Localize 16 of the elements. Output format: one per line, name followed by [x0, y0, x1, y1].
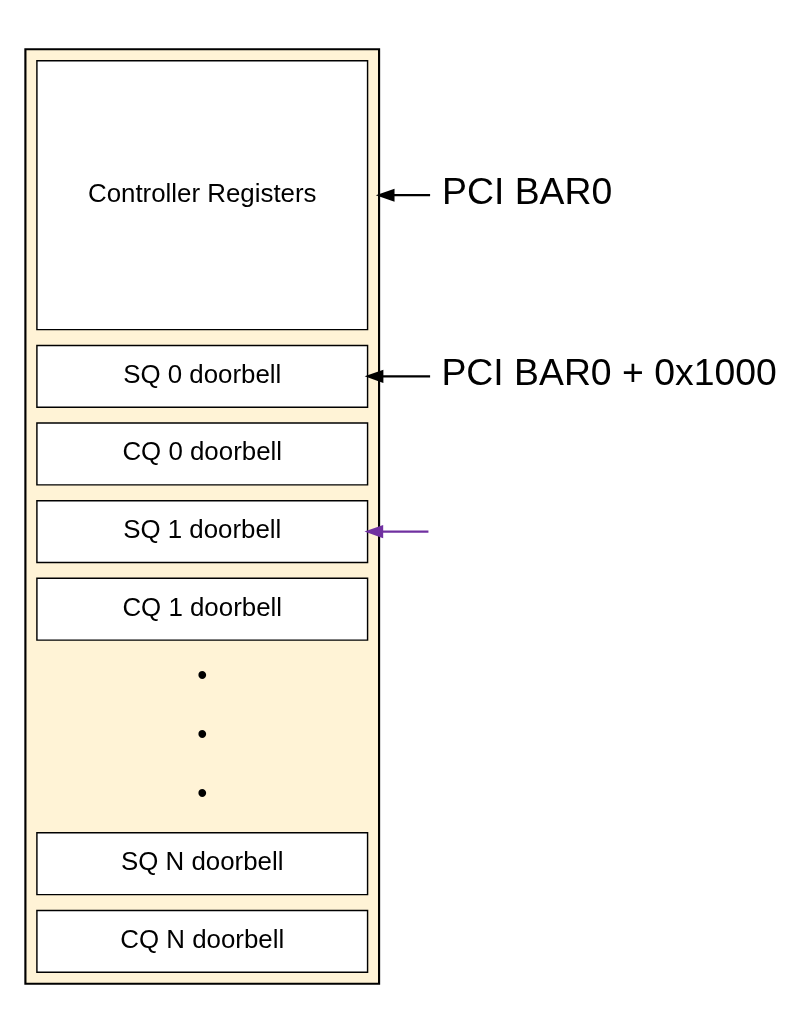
node-text: PCI BAR0 [442, 170, 613, 213]
node-box: CQ N doorbell [36, 909, 369, 973]
node-box: CQ 1 doorbell [36, 577, 369, 641]
label: • [197, 717, 208, 750]
node-box: SQ 0 doorbell [36, 344, 369, 408]
node-box: CQ 0 doorbell [36, 422, 369, 486]
arrow [364, 525, 429, 539]
cluster [24, 48, 381, 985]
arrow [364, 369, 431, 383]
label: • [197, 776, 208, 809]
node-text: PCI BAR0 + 0x1000 [441, 351, 777, 394]
label: • [197, 658, 208, 691]
node-box: SQ N doorbell [36, 832, 369, 896]
arrow [375, 188, 431, 202]
node-box: SQ 1 doorbell [36, 499, 369, 564]
node-box: Controller Registers [36, 60, 369, 331]
